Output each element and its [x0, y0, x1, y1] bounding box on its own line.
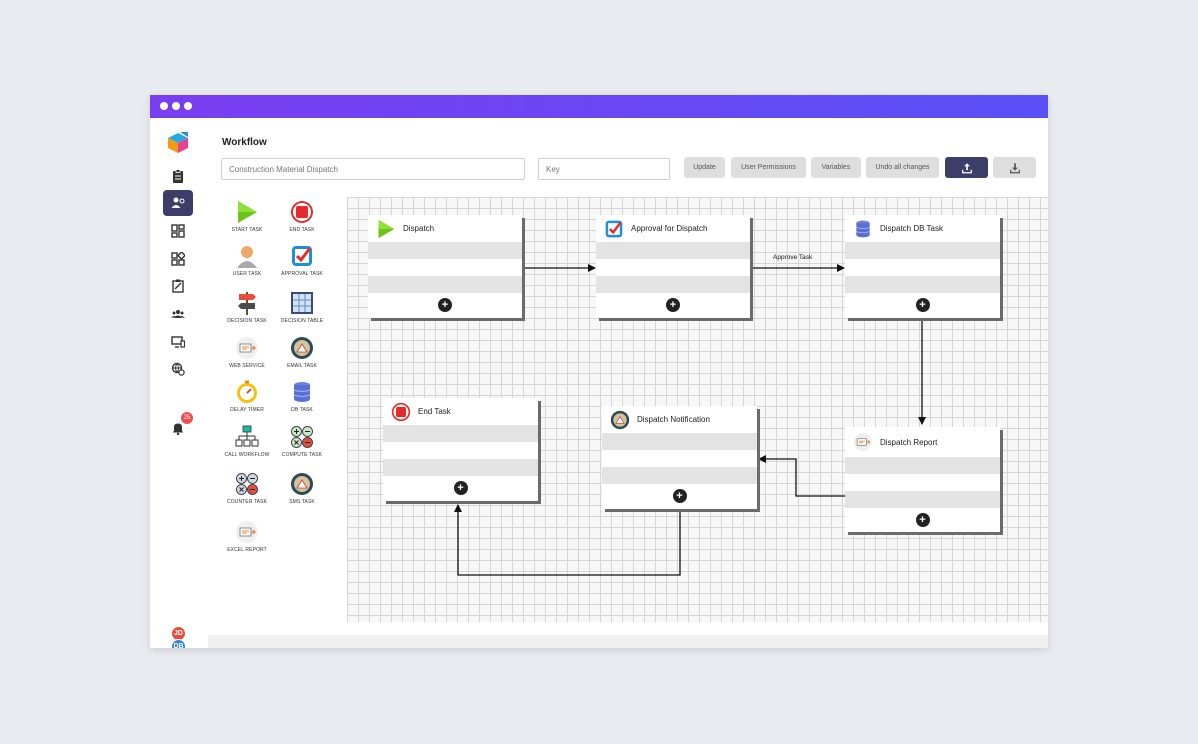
palette-approval-task[interactable]: APPROVAL TASK — [272, 244, 332, 277]
add-step-button[interactable]: + — [672, 489, 687, 503]
clipboard-icon[interactable] — [163, 163, 193, 189]
database-icon — [856, 220, 870, 237]
left-nav: 25 JD DB — [150, 118, 208, 648]
app-window: 25 JD DB Workflow Update User Permission… — [150, 95, 1048, 648]
upload-button[interactable] — [945, 157, 988, 178]
globe-settings-icon[interactable] — [163, 356, 193, 382]
window-dot[interactable] — [172, 102, 180, 110]
node-approval-for-dispatch[interactable]: Approval for Dispatch + — [596, 215, 750, 318]
palette-email-task[interactable]: EMAIL TASK — [272, 336, 332, 369]
palette-call-workflow[interactable]: CALL WORKFLOW — [217, 425, 277, 458]
palette-decision-task[interactable]: DECISION TASK — [217, 291, 277, 324]
monitor-icon[interactable] — [163, 329, 193, 355]
email-icon — [291, 337, 313, 359]
upload-icon — [961, 162, 972, 173]
window-dot[interactable] — [184, 102, 192, 110]
bottom-bar — [208, 635, 1048, 648]
undo-all-button[interactable]: Undo all changes — [866, 157, 939, 178]
avatar[interactable]: JD — [171, 626, 186, 641]
web-service-icon — [236, 337, 258, 359]
task-palette: START TASK END TASK USER TASK APPROVAL T… — [208, 197, 346, 637]
report-icon — [236, 521, 258, 543]
database-icon — [293, 382, 311, 402]
stop-icon — [291, 201, 313, 223]
dashboard-icon[interactable] — [163, 218, 193, 244]
download-button[interactable] — [993, 157, 1036, 178]
task-icon[interactable] — [163, 273, 193, 299]
palette-delay-timer[interactable]: DELAY TIMER — [217, 380, 277, 413]
palette-counter-task[interactable]: COUNTER TASK — [217, 472, 277, 505]
node-dispatch-notification[interactable]: Dispatch Notification + — [602, 406, 757, 509]
page-title: Workflow — [222, 137, 267, 148]
palette-end-task[interactable]: END TASK — [272, 200, 332, 233]
node-title: Dispatch DB Task — [880, 224, 943, 233]
user-settings-icon[interactable] — [163, 190, 193, 216]
node-title: End Task — [418, 407, 451, 416]
hierarchy-icon — [235, 425, 259, 447]
notification-badge: 25 — [181, 412, 193, 424]
avatar[interactable]: DB — [171, 639, 186, 648]
node-title: Approval for Dispatch — [631, 224, 708, 233]
palette-compute-task[interactable]: COMPUTE TASK — [272, 425, 332, 458]
title-bar — [150, 95, 1048, 118]
workflow-canvas[interactable]: Approve Task Dispatch + Approval for Dis… — [347, 197, 1048, 622]
node-title: Dispatch Notification — [637, 415, 710, 424]
node-dispatch[interactable]: Dispatch + — [368, 215, 522, 318]
palette-db-task[interactable]: DB TASK — [272, 380, 332, 413]
email-icon — [610, 410, 630, 429]
palette-excel-report[interactable]: EXCEL REPORT — [217, 520, 277, 553]
user-icon — [237, 246, 257, 268]
play-icon — [238, 201, 257, 223]
palette-start-task[interactable]: START TASK — [217, 200, 277, 233]
add-step-button[interactable]: + — [915, 513, 930, 527]
play-icon — [378, 219, 395, 238]
palette-sms-task[interactable]: SMS TASK — [272, 472, 332, 505]
edge-label-approve-task: Approve Task — [773, 254, 813, 261]
checkbox-icon — [292, 246, 312, 266]
node-title: Dispatch — [403, 224, 435, 233]
signpost-icon — [238, 292, 256, 315]
window-dot[interactable] — [160, 102, 168, 110]
sms-icon — [291, 473, 313, 495]
stop-icon — [391, 402, 411, 421]
report-icon — [853, 432, 873, 452]
variables-button[interactable]: Variables — [811, 157, 861, 178]
add-step-button[interactable]: + — [915, 298, 930, 312]
palette-web-service[interactable]: WEB SERVICE — [217, 336, 277, 369]
add-step-button[interactable]: + — [438, 298, 452, 312]
table-icon — [291, 292, 313, 314]
update-button[interactable]: Update — [684, 157, 725, 178]
key-input[interactable] — [538, 158, 670, 180]
edge-layer — [454, 264, 926, 576]
node-title: Dispatch Report — [880, 437, 938, 447]
edge-notification-end — [454, 504, 681, 576]
palette-user-task[interactable]: USER TASK — [217, 244, 277, 277]
stopwatch-icon — [237, 380, 257, 403]
bell-icon[interactable] — [163, 415, 193, 441]
main-content: Workflow Update User Permissions Variabl… — [208, 118, 1048, 648]
logo-icon[interactable] — [163, 128, 193, 158]
workflow-name-input[interactable] — [221, 158, 525, 180]
calculator-icon — [291, 426, 313, 448]
user-permissions-button[interactable]: User Permissions — [731, 157, 806, 178]
counter-icon — [236, 473, 258, 495]
checkbox-icon — [605, 220, 623, 237]
download-icon — [1009, 162, 1020, 173]
palette-decision-table[interactable]: DECISION TABLE — [272, 291, 332, 324]
team-icon[interactable] — [163, 301, 193, 327]
node-end-task[interactable]: End Task + — [383, 398, 538, 501]
apps-icon[interactable] — [163, 246, 193, 272]
edge-report-notification — [758, 455, 845, 497]
node-dispatch-db-task[interactable]: Dispatch DB Task + — [845, 215, 1000, 318]
node-dispatch-report[interactable]: Dispatch Report + — [845, 427, 1000, 532]
add-step-button[interactable]: + — [666, 298, 680, 312]
add-step-button[interactable]: + — [453, 481, 468, 495]
